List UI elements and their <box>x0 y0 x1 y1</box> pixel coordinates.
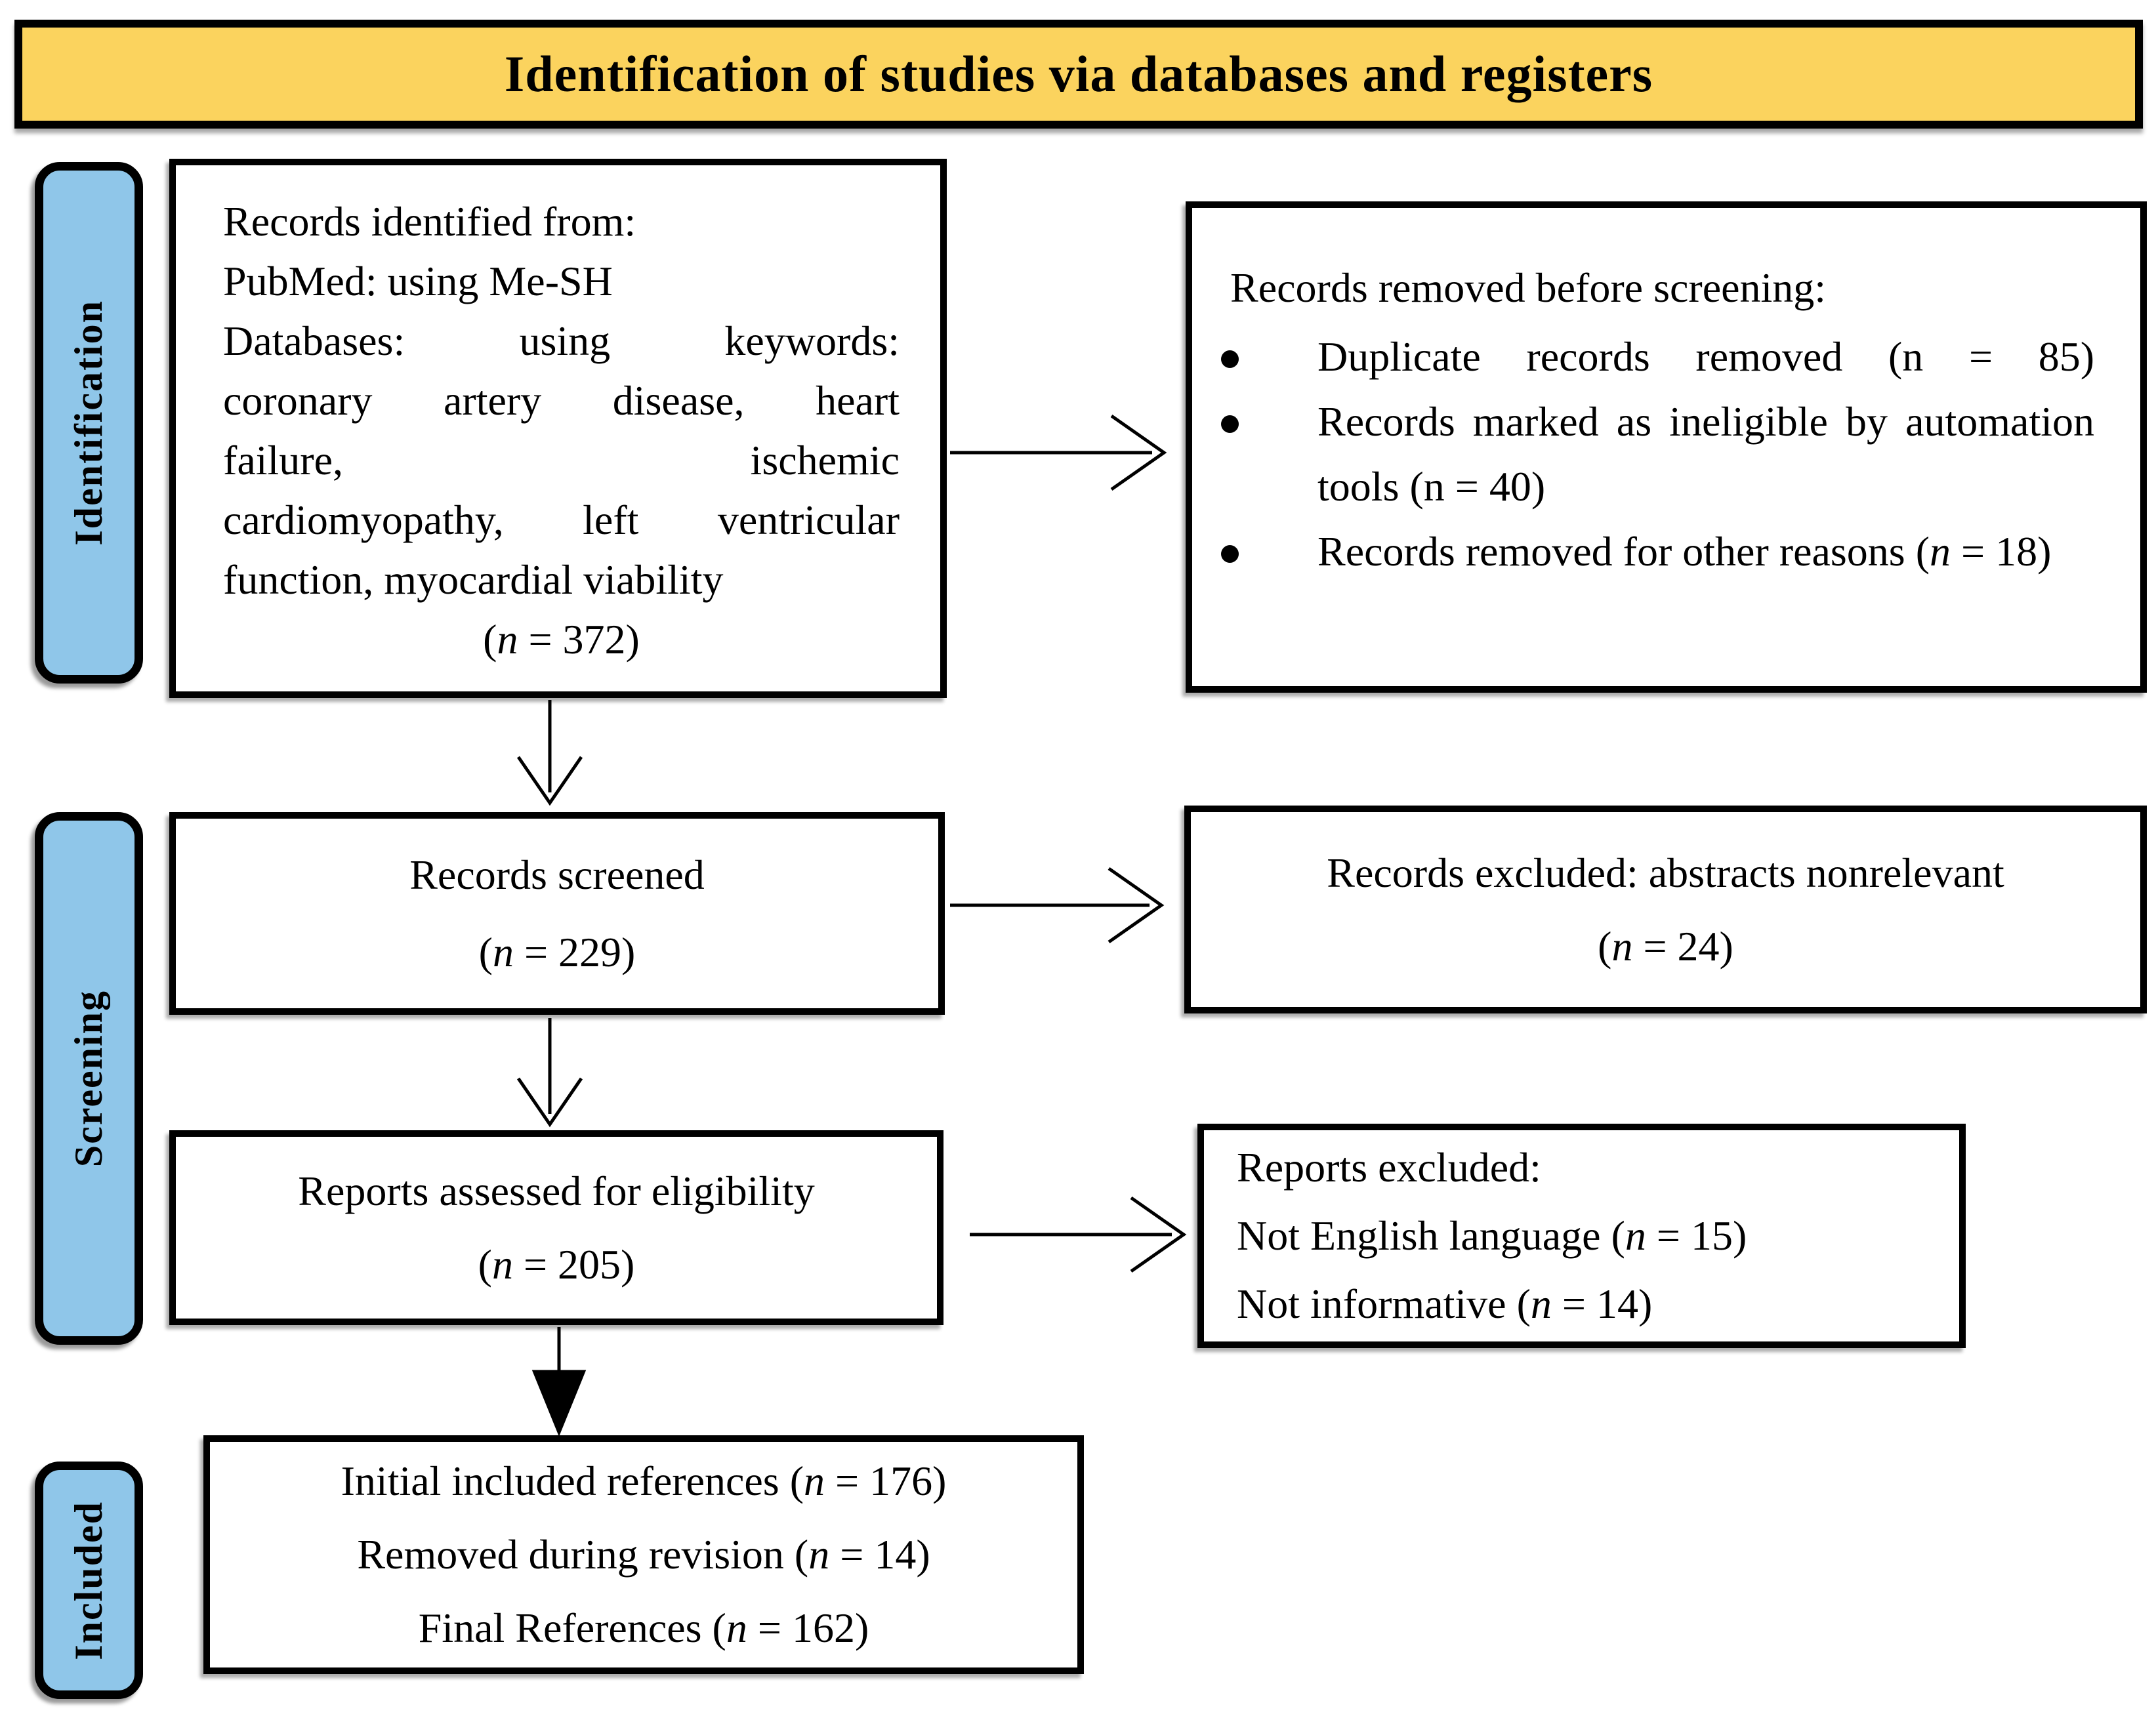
records-identified-line: cardiomyopathy, left ventricular <box>223 497 900 543</box>
records-removed-bullet: Records marked as ineligible by automati… <box>1212 389 2094 519</box>
records-removed-header: Records removed before screening: <box>1230 264 1827 311</box>
diagram-title: Identification of studies via databases … <box>504 45 1653 102</box>
records-removed-bullet: Duplicate records removed (n = 85) <box>1212 324 2094 389</box>
arrow-head-icon <box>1130 1196 1187 1273</box>
arrow-head-icon <box>1110 414 1167 491</box>
stage-label-identification-text: Identification <box>67 300 110 546</box>
stage-label-included: Included <box>35 1462 143 1699</box>
box-records-screened: Records screened (n = 229) <box>169 812 945 1015</box>
included-references-line: Final References (n = 162) <box>418 1605 869 1651</box>
bullet-icon <box>1221 545 1239 563</box>
stage-label-identification: Identification <box>35 162 143 684</box>
box-records-excluded: Records excluded: abstracts nonrelevant … <box>1184 806 2147 1013</box>
arrow-screened-to-excluded <box>950 867 1165 944</box>
reports-excluded-line: Not English language (n = 15) <box>1237 1212 1747 1259</box>
arrow-head-icon <box>516 1077 583 1128</box>
records-removed-bullet-text: Records marked as ineligible by automati… <box>1317 398 2094 510</box>
records-excluded-line: Records excluded: abstracts nonrelevant <box>1327 849 2004 896</box>
box-included-references: Initial included references (n = 176) Re… <box>203 1435 1084 1674</box>
included-references-line: Removed during revision (n = 14) <box>357 1531 930 1578</box>
records-removed-bullet-text: Records removed for other reasons (n = 1… <box>1317 528 2052 575</box>
title-banner: Identification of studies via databases … <box>14 20 2143 129</box>
stage-label-screening-text: Screening <box>67 989 110 1168</box>
records-identified-line: coronary artery disease, heart <box>223 377 900 424</box>
records-identified-line: PubMed: using Me-SH <box>223 258 613 304</box>
box-reports-assessed: Reports assessed for eligibility (n = 20… <box>169 1130 943 1325</box>
bullet-icon <box>1221 415 1239 433</box>
arrow-head-icon <box>1108 867 1165 944</box>
arrow-assessed-to-included <box>531 1327 587 1437</box>
records-screened-line: Records screened <box>409 851 705 898</box>
records-identified-line: failure, ischemic <box>223 437 900 483</box>
reports-assessed-line: Reports assessed for eligibility <box>298 1167 815 1214</box>
records-removed-bullet-text: Duplicate records removed (n = 85) <box>1317 333 2094 380</box>
records-identified-count: (n = 372) <box>483 616 640 663</box>
stage-label-included-text: Included <box>67 1500 110 1660</box>
arrow-head-icon <box>516 756 583 806</box>
arrow-assessed-to-excluded <box>970 1196 1187 1273</box>
records-identified-line: function, myocardial viability <box>223 556 724 603</box>
records-identified-line: Records identified from: <box>223 198 636 245</box>
bullet-icon <box>1221 350 1239 368</box>
records-removed-bullet: Records removed for other reasons (n = 1… <box>1212 519 2094 584</box>
arrow-identified-to-removed <box>950 414 1167 491</box>
records-identified-line: Databases: using keywords: <box>223 317 900 364</box>
included-references-line: Initial included references (n = 176) <box>341 1458 947 1504</box>
records-screened-count: (n = 229) <box>478 928 636 975</box>
records-excluded-count: (n = 24) <box>1598 922 1733 970</box>
arrow-screened-to-assessed <box>516 1018 583 1128</box>
reports-excluded-header: Reports excluded: <box>1237 1144 1541 1191</box>
reports-assessed-count: (n = 205) <box>478 1240 635 1288</box>
arrow-identified-to-screened <box>516 700 583 806</box>
box-reports-excluded: Reports excluded: Not English language (… <box>1197 1124 1966 1348</box>
box-records-removed: Records removed before screening: Duplic… <box>1186 201 2147 693</box>
arrow-head-icon <box>531 1370 587 1437</box>
stage-label-screening: Screening <box>35 812 143 1345</box>
box-records-identified: Records identified from: PubMed: using M… <box>169 159 947 698</box>
reports-excluded-line: Not informative (n = 14) <box>1237 1280 1653 1327</box>
